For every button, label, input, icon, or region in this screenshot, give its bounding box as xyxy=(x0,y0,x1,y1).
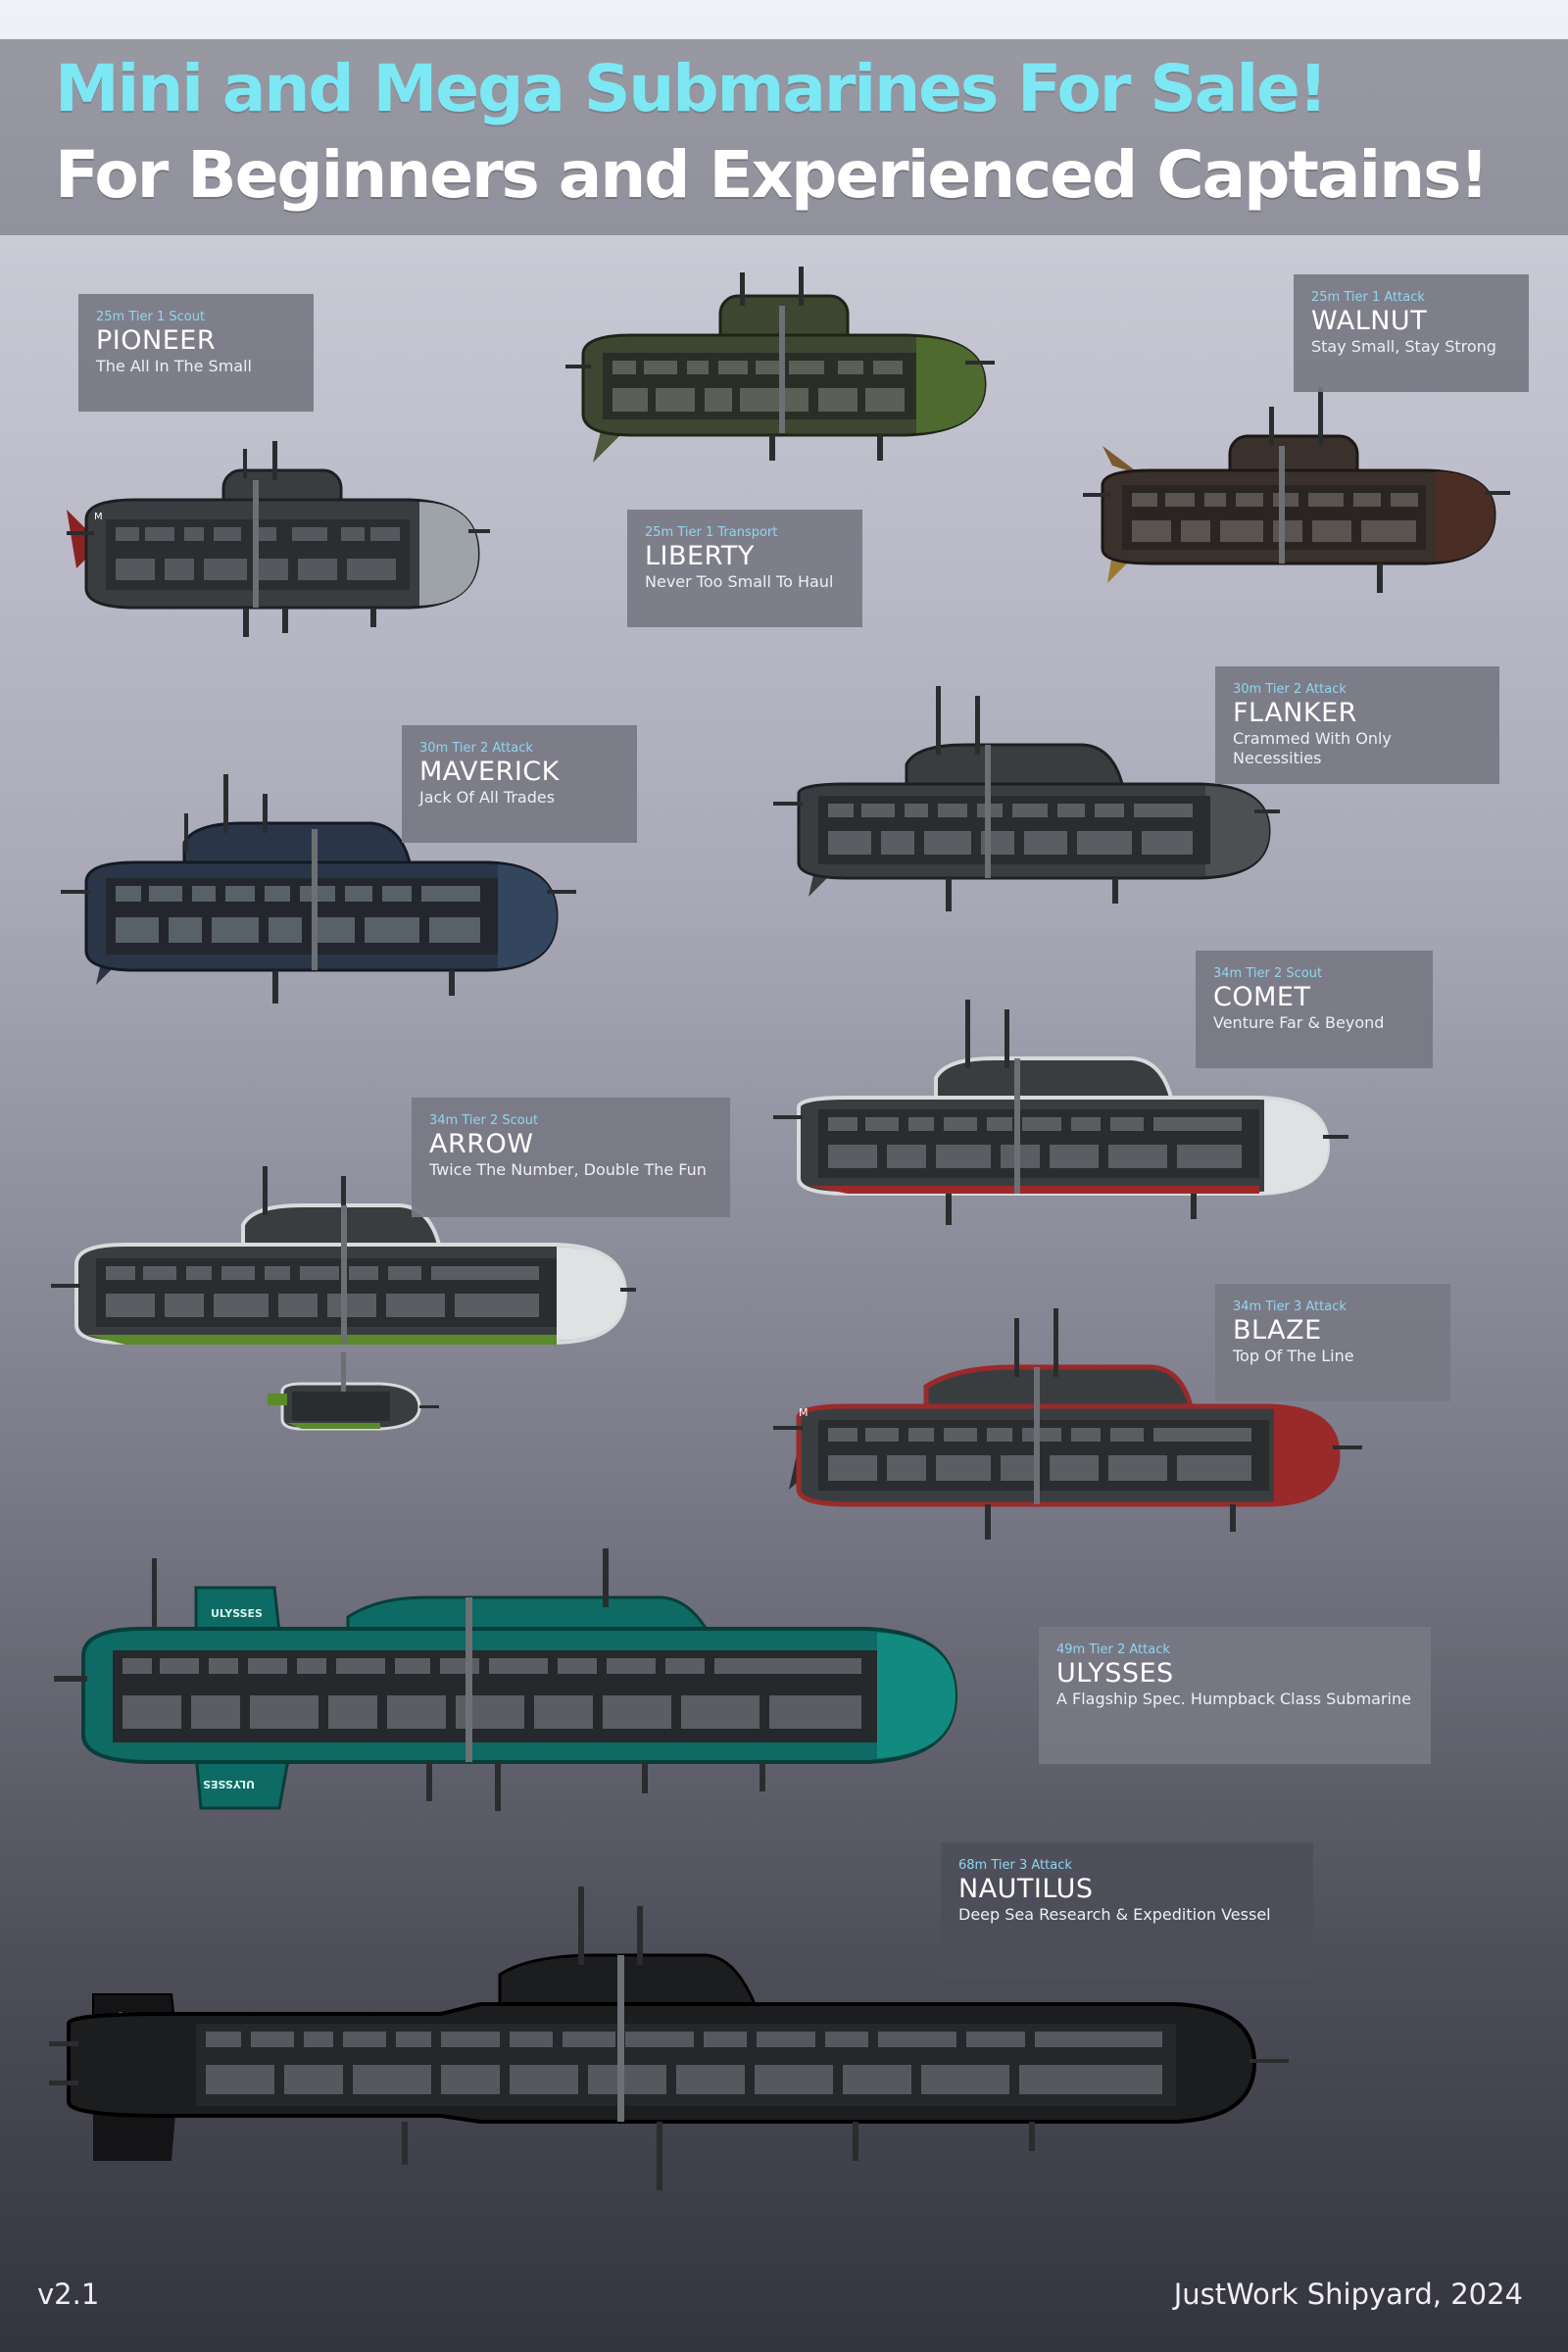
nautilus-spec: 68m Tier 3 Attack xyxy=(958,1858,1072,1873)
comet-tagline: Venture Far & Beyond xyxy=(1213,1013,1385,1032)
liberty-tagline: Never Too Small To Haul xyxy=(645,572,834,591)
arrow-card: 34m Tier 2 Scout ARROW Twice The Number,… xyxy=(412,1098,730,1217)
ulysses-spec: 49m Tier 2 Attack xyxy=(1056,1642,1170,1657)
blaze-tagline: Top Of The Line xyxy=(1233,1347,1354,1365)
maverick-name: MAVERICK xyxy=(419,757,560,787)
studio-credit: JustWork Shipyard, 2024 xyxy=(1173,2278,1523,2311)
pioneer-hull-mark: M xyxy=(94,512,103,522)
walnut-submarine-drawing xyxy=(1083,387,1510,593)
version-label: v2.1 xyxy=(37,2278,100,2311)
ulysses-tagline: A Flagship Spec. Humpback Class Submarin… xyxy=(1056,1690,1411,1708)
arrow-tagline: Twice The Number, Double The Fun xyxy=(429,1160,707,1179)
liberty-submarine-drawing xyxy=(565,267,995,463)
nautilus-name: NAUTILUS xyxy=(958,1874,1094,1904)
arrow-spec: 34m Tier 2 Scout xyxy=(429,1113,539,1128)
comet-submarine-image xyxy=(760,1000,1348,1264)
liberty-card: 25m Tier 1 Transport LIBERTY Never Too S… xyxy=(627,510,862,627)
blaze-name: BLAZE xyxy=(1233,1315,1322,1346)
pioneer-card: 25m Tier 1 Scout PIONEER The All In The … xyxy=(78,294,314,412)
liberty-submarine-image xyxy=(554,267,1004,502)
ulysses-card: 49m Tier 2 Attack ULYSSES A Flagship Spe… xyxy=(1039,1627,1431,1764)
walnut-card: 25m Tier 1 Attack WALNUT Stay Small, Sta… xyxy=(1294,274,1529,392)
flanker-card: 30m Tier 2 Attack FLANKER Crammed With O… xyxy=(1215,666,1499,784)
flanker-tagline: Crammed With Only Necessities xyxy=(1233,729,1392,767)
header-banner xyxy=(0,39,1568,235)
blaze-submarine-drawing: M xyxy=(773,1308,1362,1540)
liberty-spec: 25m Tier 1 Transport xyxy=(645,525,778,540)
ulysses-sail-mark: ULYSSES xyxy=(211,1607,263,1620)
ulysses-name: ULYSSES xyxy=(1056,1658,1174,1689)
comet-name: COMET xyxy=(1213,982,1311,1012)
flanker-submarine-image xyxy=(760,686,1280,951)
comet-card: 34m Tier 2 Scout COMET Venture Far & Bey… xyxy=(1196,951,1433,1068)
pioneer-submarine-image: M xyxy=(47,421,490,657)
blaze-submarine-image: M xyxy=(760,1308,1367,1573)
ulysses-fin-mark: ULYSSES xyxy=(203,1778,255,1790)
maverick-spec: 30m Tier 2 Attack xyxy=(419,741,533,756)
maverick-submarine-image xyxy=(47,774,576,1039)
blaze-hull-mark: M xyxy=(799,1406,808,1419)
nautilus-tagline: Deep Sea Research & Expedition Vessel xyxy=(958,1905,1271,1924)
flanker-submarine-drawing xyxy=(773,686,1280,911)
comet-spec: 34m Tier 2 Scout xyxy=(1213,966,1323,981)
pioneer-name: PIONEER xyxy=(96,325,217,356)
pioneer-spec: 25m Tier 1 Scout xyxy=(96,310,206,324)
pioneer-submarine-drawing: M xyxy=(67,441,490,637)
flanker-name: FLANKER xyxy=(1233,698,1357,728)
flanker-spec: 30m Tier 2 Attack xyxy=(1233,682,1347,697)
walnut-spec: 25m Tier 1 Attack xyxy=(1311,290,1425,305)
maverick-card: 30m Tier 2 Attack MAVERICK Jack Of All T… xyxy=(402,725,637,843)
blaze-card: 34m Tier 3 Attack BLAZE Top Of The Line xyxy=(1215,1284,1450,1401)
pioneer-tagline: The All In The Small xyxy=(96,357,252,375)
walnut-name: WALNUT xyxy=(1311,306,1428,336)
nautilus-submarine-image: N xyxy=(49,1877,1294,2249)
comet-submarine-drawing xyxy=(773,1000,1348,1225)
arrow-submarine-image xyxy=(47,1166,636,1490)
blaze-spec: 34m Tier 3 Attack xyxy=(1233,1299,1347,1314)
arrow-name: ARROW xyxy=(429,1129,534,1159)
liberty-name: LIBERTY xyxy=(645,541,755,571)
arrow-submarine-drawing xyxy=(51,1166,636,1431)
maverick-submarine-drawing xyxy=(61,774,576,1004)
ulysses-submarine-drawing: ULYSSES ULYSSES xyxy=(54,1548,958,1811)
nautilus-card: 68m Tier 3 Attack NAUTILUS Deep Sea Rese… xyxy=(941,1842,1313,1980)
walnut-tagline: Stay Small, Stay Strong xyxy=(1311,337,1496,356)
page-title: Mini and Mega Submarines For Sale! xyxy=(55,51,1328,126)
page-subtitle: For Beginners and Experienced Captains! xyxy=(55,137,1489,213)
maverick-tagline: Jack Of All Trades xyxy=(419,788,556,807)
nautilus-submarine-drawing: N xyxy=(49,1886,1289,2190)
ulysses-submarine-image: ULYSSES ULYSSES xyxy=(54,1548,975,1852)
walnut-submarine-image xyxy=(1063,387,1514,622)
